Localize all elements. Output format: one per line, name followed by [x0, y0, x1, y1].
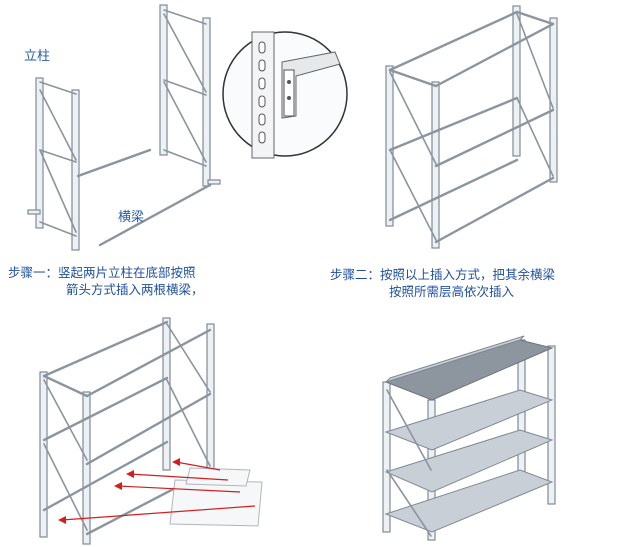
upright-post [35, 77, 44, 229]
upright-label: 立柱 [24, 49, 51, 64]
step3-illustration [39, 317, 263, 545]
step2-prefix: 步骤二： [330, 267, 381, 282]
step1-line1: 竖起两片立柱在底部按照 [58, 265, 196, 280]
shelf-panel [384, 469, 554, 533]
step2-line1: 按照以上插入方式，把其余横梁 [380, 267, 556, 282]
shelf-panel [384, 429, 554, 493]
crossbeam-label: 横梁 [118, 210, 145, 225]
insert-arrows [58, 458, 256, 524]
crossbeam [98, 183, 212, 247]
step1-prefix: 步骤一： [8, 265, 59, 280]
step2-illustration [385, 5, 558, 249]
upright-post [71, 89, 80, 251]
upright-post [547, 345, 556, 505]
crossbeam [76, 148, 152, 178]
step1-instructions: 步骤一：竖起两片立柱在底部按照 箭头方式插入两根横梁， [8, 264, 204, 298]
upright-post [82, 391, 91, 545]
upright-post [385, 65, 394, 227]
beam-connector-detail [222, 31, 348, 159]
upright-post [512, 5, 521, 157]
step1-line2: 箭头方式插入两根横梁， [66, 282, 204, 297]
upright-post [549, 17, 558, 183]
finished-shelf-unit [382, 335, 556, 541]
step2-instructions: 步骤二：按照以上插入方式，把其余横梁 按照所需层高依次插入 [330, 266, 555, 300]
upright-post [202, 17, 211, 187]
step2-line2: 按照所需层高依次插入 [389, 284, 515, 299]
upright-post [382, 381, 391, 533]
step1-illustration [27, 4, 221, 251]
upright-post [39, 371, 48, 538]
upright-post [162, 317, 171, 471]
